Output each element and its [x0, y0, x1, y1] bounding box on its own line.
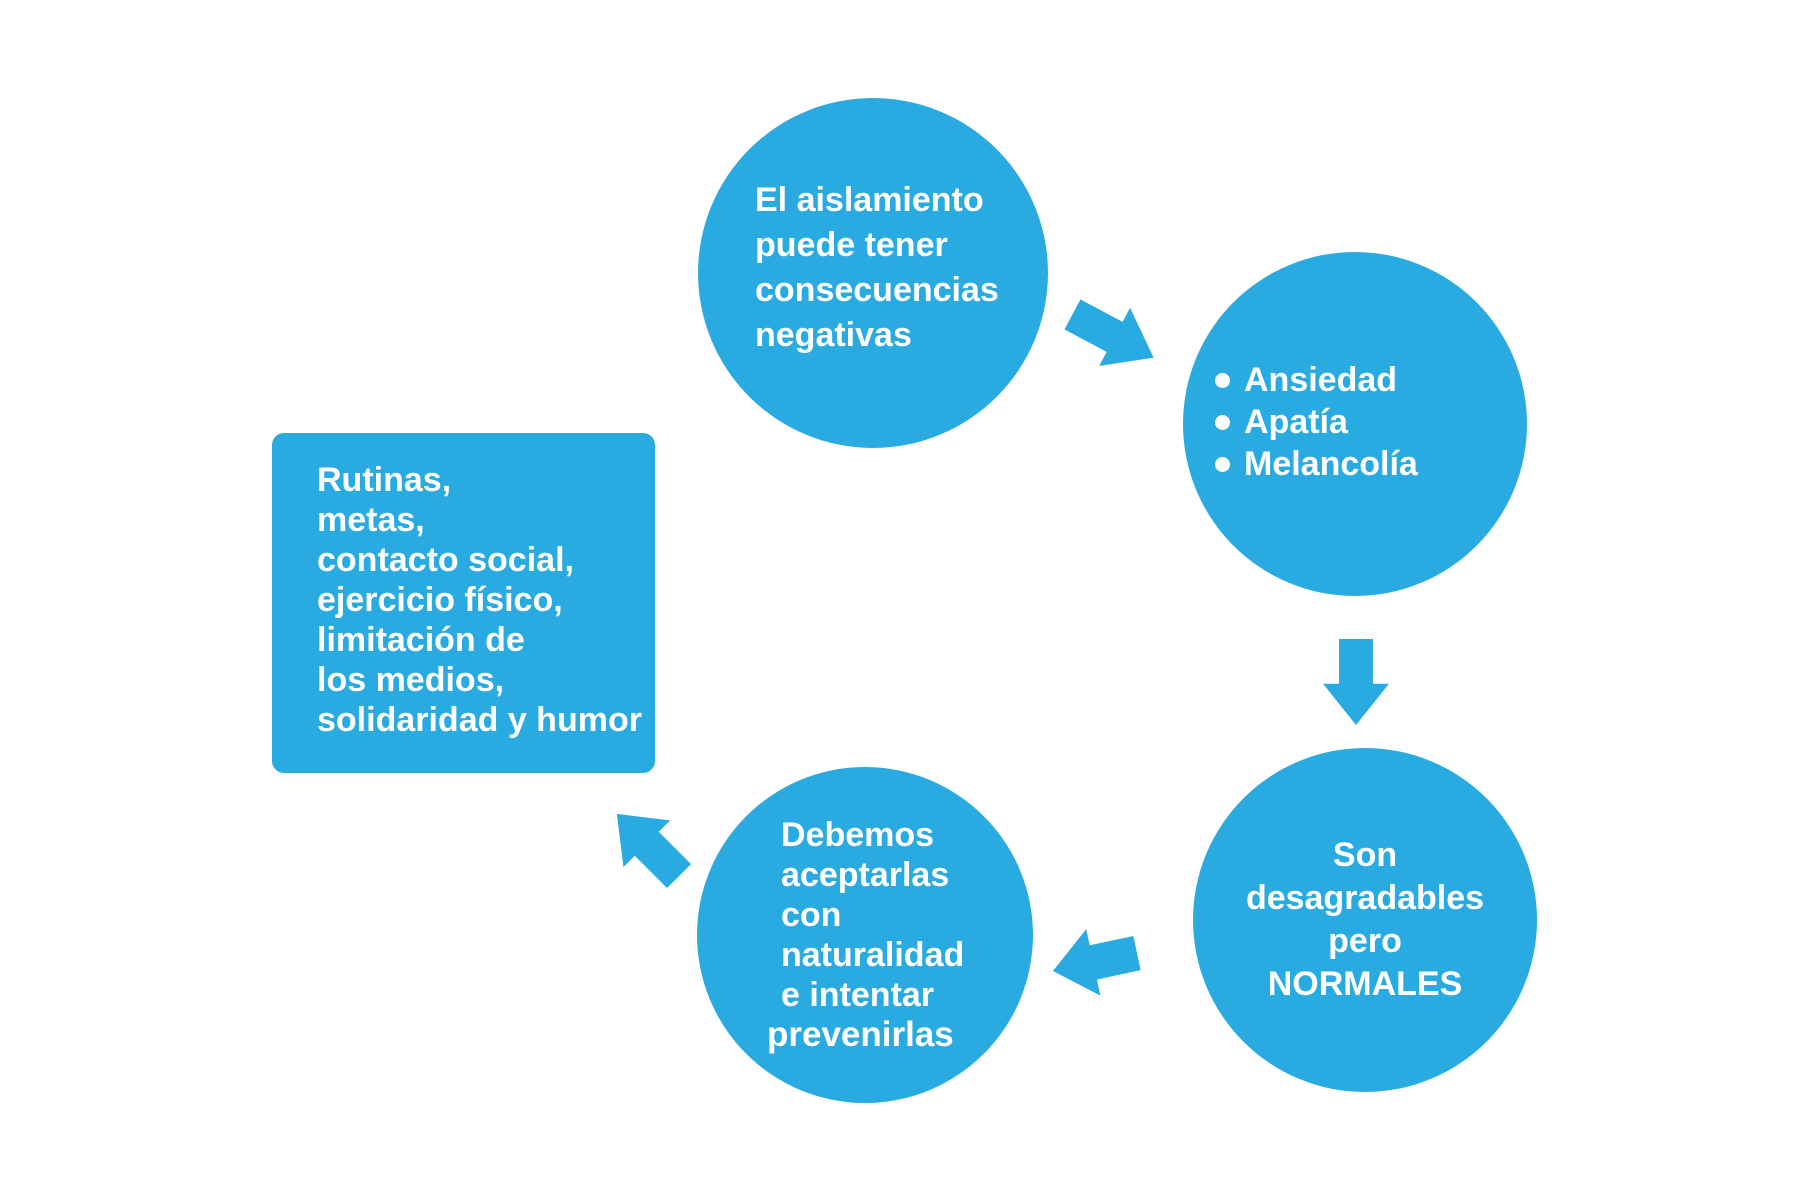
- list-item: Apatía: [1215, 401, 1418, 443]
- text-line: pero: [1328, 922, 1402, 960]
- text-line: con: [781, 896, 842, 934]
- node-normal-text: Son desagradables pero NORMALES: [1246, 834, 1484, 1006]
- bullet-dot-icon: [1215, 456, 1230, 472]
- node-symptoms: Ansiedad Apatía Melancolía: [1183, 252, 1527, 596]
- bullet-label: Ansiedad: [1244, 361, 1398, 399]
- text-line: desagradables: [1245, 879, 1485, 917]
- text-line: Son: [1332, 836, 1398, 874]
- text-line: aceptarlas: [781, 856, 950, 894]
- node-symptoms-list: Ansiedad Apatía Melancolía: [1215, 359, 1418, 485]
- node-accept-prevent: Debemos aceptarlas con naturalidad e int…: [697, 767, 1033, 1103]
- text-line: metas,: [317, 501, 425, 539]
- text-line: NORMALES: [1267, 965, 1463, 1003]
- arrow-left-icon: [1046, 920, 1144, 1004]
- node-coping-strategies: Rutinas, metas, contacto social, ejercic…: [272, 433, 655, 773]
- text-line: consecuencias: [755, 271, 999, 309]
- text-line: Debemos: [781, 816, 935, 854]
- node-normal-feelings: Son desagradables pero NORMALES: [1193, 748, 1537, 1092]
- text-line: Rutinas,: [317, 461, 452, 499]
- bullet-label: Apatía: [1244, 403, 1348, 441]
- text-line: solidaridad y humor: [317, 701, 642, 739]
- arrow-up-left-icon: [594, 791, 703, 900]
- arrow-down-icon: [1323, 639, 1389, 725]
- list-item: Ansiedad: [1215, 359, 1418, 401]
- bullet-dot-icon: [1215, 414, 1230, 430]
- text-line: ejercicio físico,: [317, 581, 563, 619]
- text-line: El aislamiento: [755, 181, 984, 219]
- node-isolation-text: El aislamiento puede tener consecuencias…: [755, 178, 999, 358]
- text-line: limitación de: [317, 621, 525, 659]
- text-line: naturalidad: [781, 936, 965, 974]
- bullet-label: Melancolía: [1244, 445, 1418, 483]
- list-item: Melancolía: [1215, 443, 1418, 485]
- node-isolation-consequences: El aislamiento puede tener consecuencias…: [698, 98, 1048, 448]
- node-accept-text: Debemos aceptarlas con naturalidad e int…: [767, 815, 965, 1055]
- text-line: puede tener: [755, 226, 948, 264]
- text-line: prevenirlas: [767, 1015, 954, 1054]
- text-line: contacto social,: [317, 541, 574, 579]
- text-line: e intentar: [781, 976, 935, 1014]
- node-strategies-text: Rutinas, metas, contacto social, ejercic…: [317, 460, 642, 740]
- text-line: negativas: [755, 316, 912, 354]
- text-line: los medios,: [317, 661, 505, 699]
- arrow-down-right-icon: [1057, 285, 1169, 386]
- bullet-dot-icon: [1215, 372, 1230, 388]
